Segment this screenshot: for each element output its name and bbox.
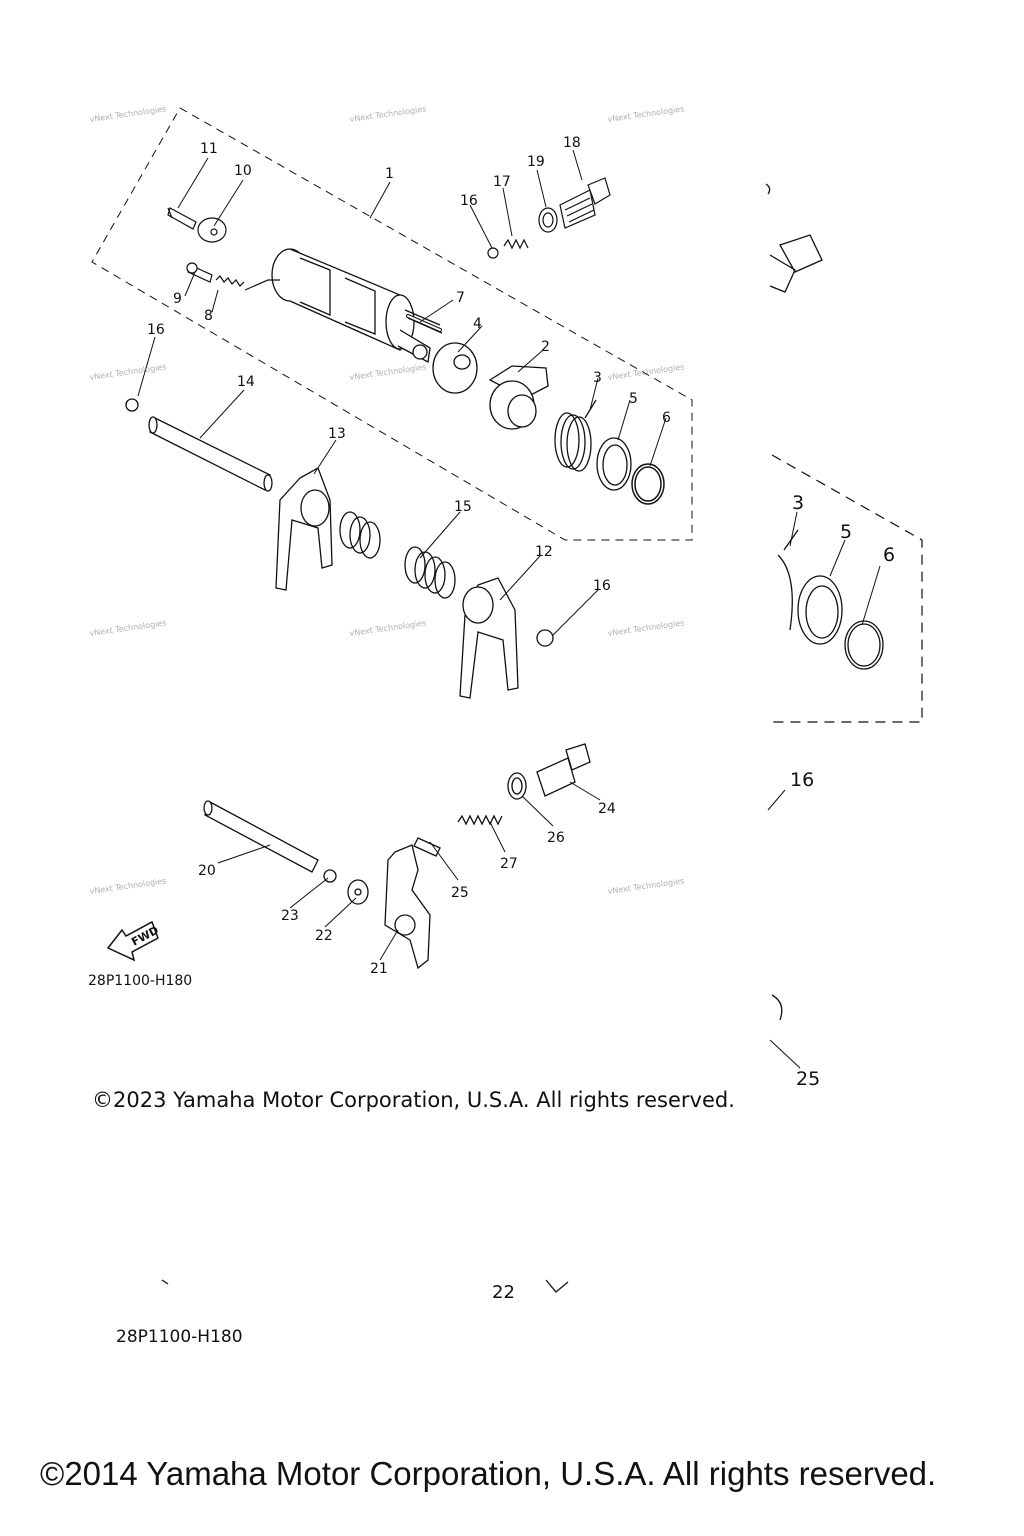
watermarks: vNext Technologies vNext Technologies vN… (89, 104, 685, 896)
callout-16b: 16 (593, 578, 611, 594)
callout-20: 19 (527, 154, 545, 170)
collar-2 (488, 365, 549, 430)
watermark: vNext Technologies (607, 362, 685, 382)
callout-1: 1 (385, 166, 394, 182)
callout-7: 7 (456, 290, 465, 306)
shaft-14 (125, 398, 273, 492)
callout-8: 8 (204, 308, 213, 324)
fork-12 (459, 577, 554, 699)
callout-12: 12 (535, 544, 553, 560)
copyright-notice: ©2023 Yamaha Motor Corporation, U.S.A. A… (92, 1088, 735, 1112)
parts-17-20 (487, 177, 611, 259)
callout-2: 2 (541, 339, 550, 355)
watermark: vNext Technologies (89, 362, 167, 382)
watermark: vNext Technologies (607, 104, 685, 124)
callout-28: 27 (500, 856, 518, 872)
watermark: vNext Technologies (89, 104, 167, 124)
callout-16a: 16 (147, 322, 165, 338)
plate-4 (432, 342, 478, 394)
watermark: vNext Technologies (349, 618, 427, 638)
callout-21: 20 (198, 863, 216, 879)
callout-17: 16 (460, 193, 478, 209)
circlip-6 (631, 463, 665, 505)
callout-19: 18 (563, 135, 581, 151)
spring-3 (554, 399, 597, 472)
watermark: vNext Technologies (89, 618, 167, 638)
diagram-code-secondary: 28P1100-H180 (116, 1327, 243, 1347)
inset-callout-6: 6 (883, 544, 895, 566)
copyright-notice-bottom: ©2014 Yamaha Motor Corporation, U.S.A. A… (40, 1455, 937, 1492)
watermark: vNext Technologies (607, 618, 685, 638)
callout-15: 15 (454, 499, 472, 515)
callout-9: 9 (173, 291, 182, 307)
inset-boundary (768, 454, 923, 723)
callout-27: 26 (547, 830, 565, 846)
inset-callout-16: 16 (790, 769, 814, 791)
inset-callouts: 3 5 6 16 25 (790, 492, 895, 1090)
callout-18: 17 (493, 174, 511, 190)
callout-10: 10 (234, 163, 252, 179)
assembly-boundary (91, 107, 693, 541)
fragments (161, 183, 771, 1293)
callout-26: 25 (451, 885, 469, 901)
leader-lines (137, 149, 881, 1069)
inset-callout-25: 25 (796, 1068, 820, 1090)
spring-15 (339, 511, 456, 599)
callout-6: 6 (662, 410, 671, 426)
callout-3: 3 (593, 370, 602, 386)
watermark: vNext Technologies (89, 876, 167, 896)
inset-parts (769, 234, 884, 1021)
watermark: vNext Technologies (607, 876, 685, 896)
callout-11: 11 (200, 141, 218, 157)
inset-callout-5: 5 (840, 521, 852, 543)
part-callouts: 11 10 1 16 17 19 18 9 8 7 4 2 3 5 6 16 1… (147, 135, 671, 977)
callout-13: 13 (328, 426, 346, 442)
washer-5 (596, 437, 632, 491)
ghost-callout-22: 22 (492, 1282, 515, 1303)
callout-5: 5 (629, 391, 638, 407)
callout-22: 21 (370, 961, 388, 977)
watermark: vNext Technologies (349, 362, 427, 382)
diagram-code: 28P1100-H180 (88, 973, 193, 989)
callout-4: 4 (473, 316, 482, 332)
parts-8-11 (167, 207, 280, 291)
callout-25: 24 (598, 801, 616, 817)
inset-callout-3: 3 (792, 492, 804, 514)
watermark: vNext Technologies (349, 104, 427, 124)
fwd-arrow-icon: FWD (106, 920, 161, 962)
fork-13 (275, 467, 333, 591)
shift-arm-group (203, 743, 591, 970)
callout-24: 23 (281, 908, 299, 924)
callout-14: 14 (237, 374, 255, 390)
callout-23: 22 (315, 928, 333, 944)
shift-drum (271, 248, 443, 364)
